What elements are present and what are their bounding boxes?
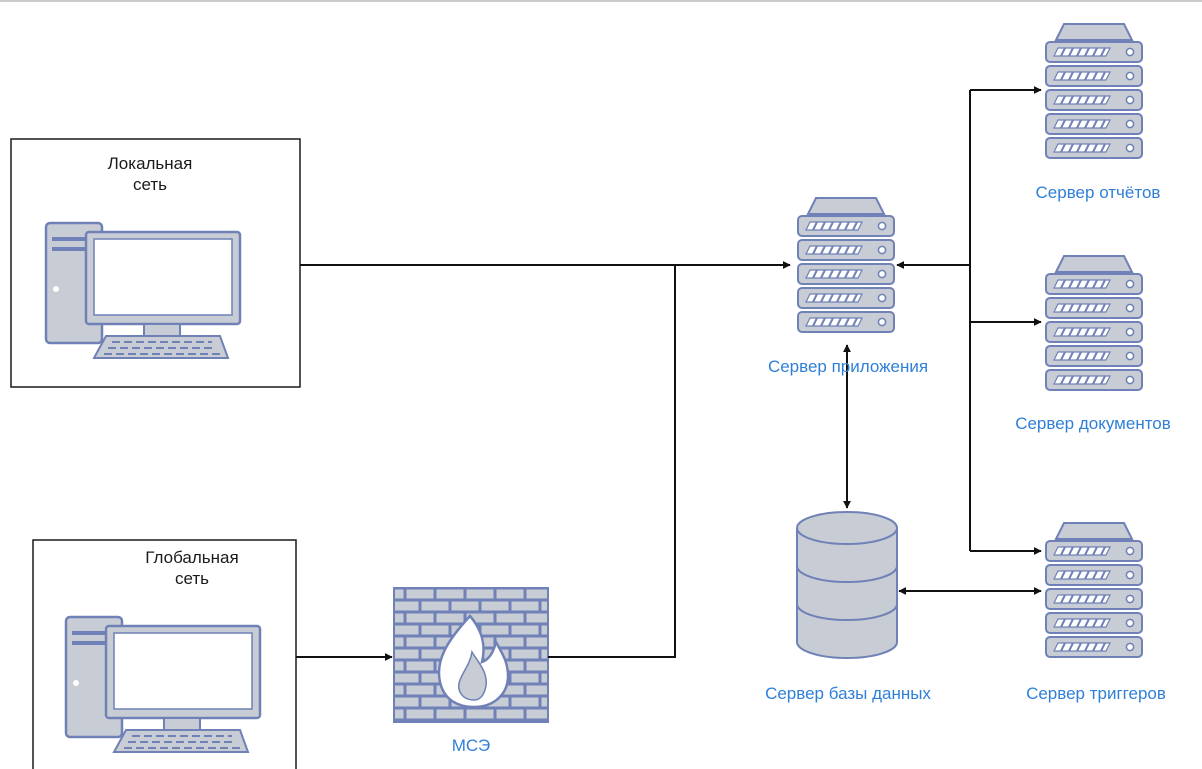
app-server-node[interactable] — [798, 198, 894, 332]
reports-server-icon — [1046, 24, 1142, 158]
local-computer-icon — [44, 221, 242, 360]
database-icon — [796, 511, 898, 659]
global-network-label-line1: Глобальная — [145, 548, 239, 567]
local-network-label: Локальная сеть — [70, 153, 230, 195]
app-server-icon — [798, 198, 894, 332]
app-server-label: Сервер приложения — [767, 357, 929, 376]
firewall-node[interactable] — [393, 587, 549, 723]
docs-server-icon — [1046, 256, 1142, 390]
local-network-label-line1: Локальная — [107, 154, 193, 173]
reports-server-node[interactable] — [1046, 24, 1142, 158]
triggers-server-icon — [1046, 523, 1142, 657]
reports-server-label: Сервер отчётов — [1035, 183, 1161, 202]
db-server-node[interactable] — [796, 511, 898, 659]
local-network-label-line2: сеть — [132, 175, 168, 194]
edge-firewall-to-app — [548, 265, 676, 658]
docs-server-node[interactable] — [1046, 256, 1142, 390]
global-network-label: Глобальная сеть — [112, 547, 272, 589]
global-computer-icon — [64, 615, 262, 754]
global-network-label-line2: сеть — [174, 569, 210, 588]
connections — [296, 86, 1042, 661]
triggers-server-label: Сервер триггеров — [1026, 684, 1166, 703]
local-network-node[interactable] — [10, 138, 301, 388]
db-server-label: Сервер базы данных — [765, 684, 931, 703]
global-network-node[interactable] — [32, 539, 297, 769]
docs-server-label: Сервер документов — [1015, 414, 1171, 433]
firewall-label: МСЭ — [451, 736, 491, 755]
triggers-server-node[interactable] — [1046, 523, 1142, 657]
